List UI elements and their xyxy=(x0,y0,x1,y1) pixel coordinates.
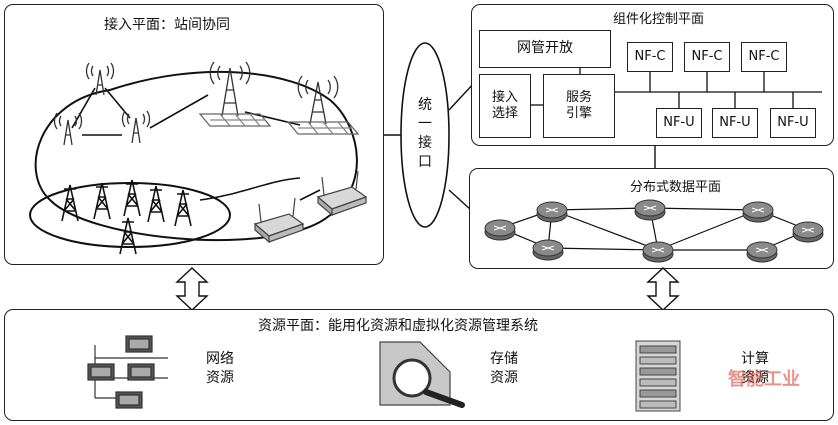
interface-links xyxy=(384,81,656,211)
access-ring xyxy=(34,70,358,242)
nfc-box-1: NF-C xyxy=(627,42,673,72)
data-plane-title: 分布式数据平面 xyxy=(630,180,722,195)
nfu-box-1: NF-U xyxy=(656,108,702,138)
access-select-box: 接入选择 xyxy=(479,74,531,138)
nfc-box-3: NF-C xyxy=(741,42,787,72)
nm-open-box: 网管开放 xyxy=(479,30,611,68)
access-plane-title: 接入平面：站间协同 xyxy=(104,17,230,33)
watermark: 智能工业 xyxy=(728,369,800,390)
control-plane-title: 组件化控制平面 xyxy=(613,12,705,27)
nfc-box-2: NF-C xyxy=(684,42,730,72)
tower-cluster-ellipse xyxy=(29,182,231,248)
nfu-box-3: NF-U xyxy=(770,108,816,138)
network-monitor-icon xyxy=(87,335,168,409)
resource-plane-title: 资源平面：能用化资源和虚拟化资源管理系统 xyxy=(258,318,538,334)
tower-icon xyxy=(61,179,192,255)
router-icon xyxy=(484,199,824,263)
unified-interface-label: 统一接口 xyxy=(418,97,432,170)
network-resource-label: 网络资源 xyxy=(206,351,234,386)
storage-resource-label: 存储资源 xyxy=(490,351,518,386)
nfu-box-2: NF-U xyxy=(712,108,758,138)
storage-disk-icon xyxy=(379,341,465,408)
compute-resource-label: 计算资源 xyxy=(741,351,769,386)
service-engine-box: 服务引擎 xyxy=(543,74,615,138)
server-rack-icon xyxy=(635,340,681,412)
wifi-router-icon xyxy=(253,170,368,244)
small-cell-icon xyxy=(53,62,151,146)
